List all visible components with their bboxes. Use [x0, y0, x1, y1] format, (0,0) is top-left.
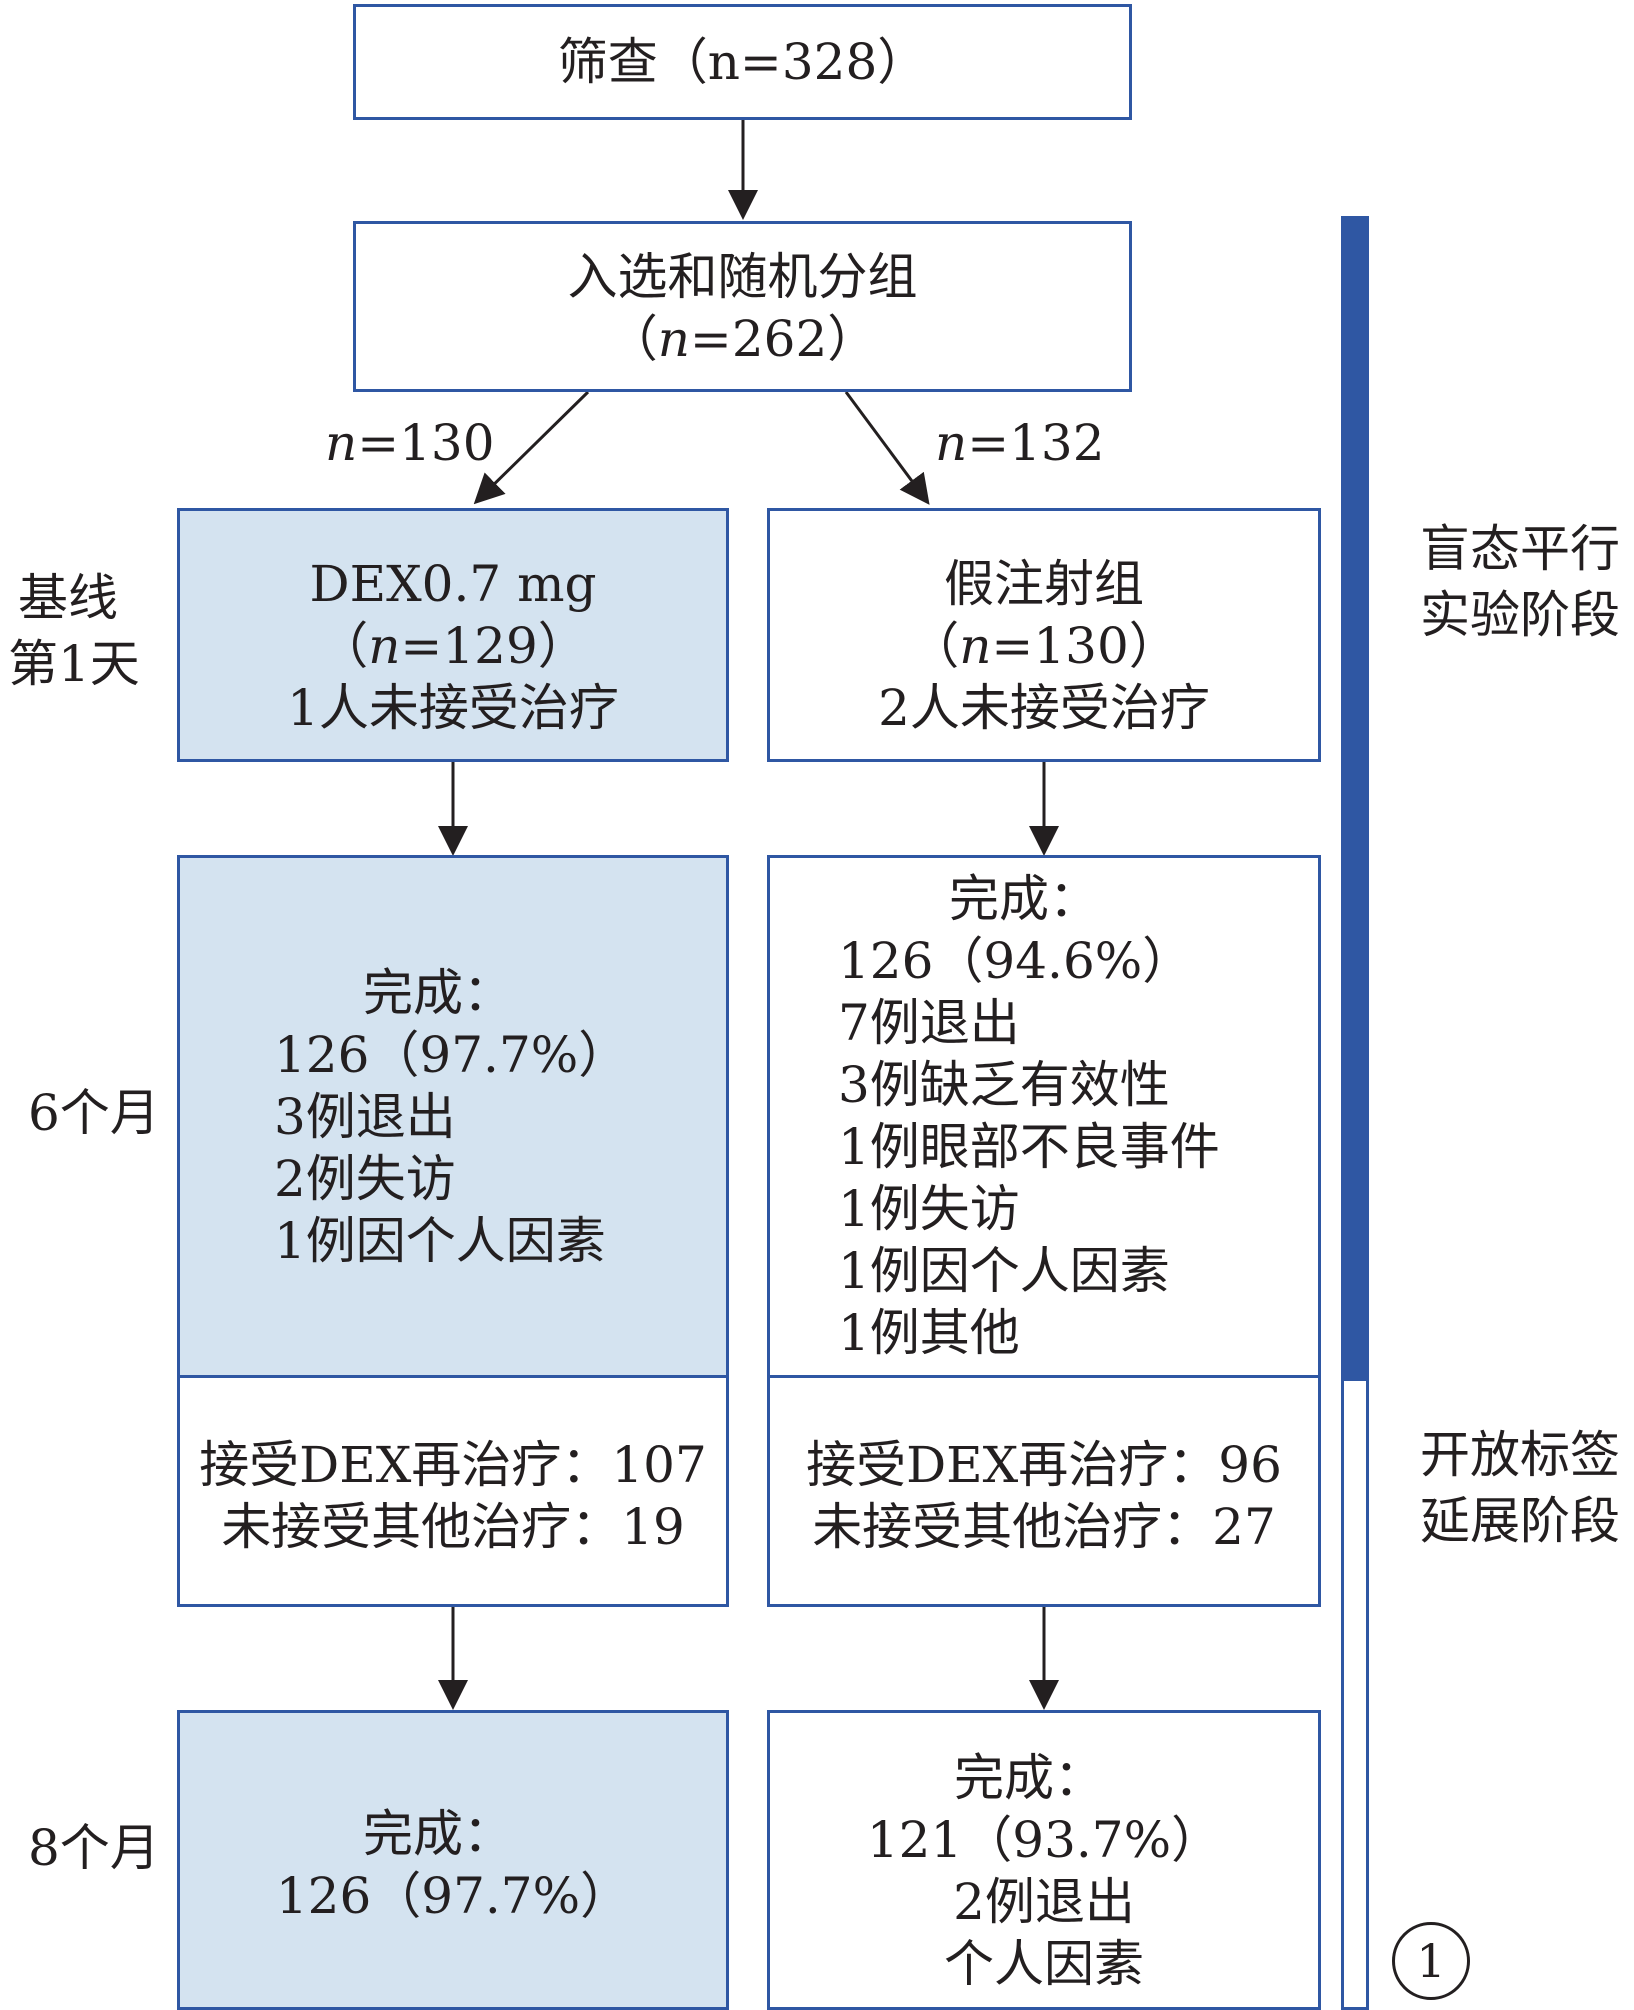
figure-number: 1	[1392, 1922, 1470, 2000]
phase-label-blind-2: 实验阶段	[1420, 586, 1620, 644]
dex-6m-line: 1例因个人因素	[274, 1212, 606, 1270]
sham-6m-box: 完成： 126（94.6%） 7例退出 3例缺乏有效性 1例眼部不良事件 1例失…	[767, 855, 1321, 1378]
dex-group-box: DEX0.7 mg （n=129） 1人未接受治疗	[177, 508, 729, 762]
sham-6m-line: 1例因个人因素	[838, 1242, 1170, 1300]
sham-6m-line: 1例其他	[838, 1304, 1020, 1362]
dex-retreat-box: 接受DEX再治疗：107 未接受其他治疗：19	[177, 1375, 729, 1607]
sham-6m-heading: 完成：	[949, 870, 1099, 928]
dex-8m-box: 完成： 126（97.7%）	[177, 1710, 729, 2010]
sham-group-note: 2人未接受治疗	[878, 679, 1210, 737]
enroll-title: 入选和随机分组	[567, 248, 918, 306]
sham-group-title: 假注射组	[944, 555, 1144, 613]
dex-retreat-line2: 未接受其他治疗：19	[221, 1498, 685, 1556]
sham-retreat-line1: 接受DEX再治疗：96	[806, 1436, 1282, 1494]
sham-6m-line: 7例退出	[838, 994, 1020, 1052]
dex-8m-heading: 完成：	[363, 1805, 513, 1863]
dex-group-note: 1人未接受治疗	[287, 679, 619, 737]
sham-6m-line: 126（94.6%）	[838, 932, 1193, 990]
sham-6m-line: 1例眼部不良事件	[838, 1118, 1220, 1176]
enroll-n: （n=262）	[607, 310, 878, 368]
branch-right-n: n=132	[935, 414, 1105, 472]
dex-6m-line: 2例失访	[274, 1150, 456, 1208]
sham-8m-line: 2例退出	[953, 1873, 1135, 1931]
label-6-months: 6个月	[28, 1084, 160, 1142]
screening-box: 筛查（n=328）	[353, 4, 1132, 120]
screening-n: n=328	[707, 33, 878, 91]
phase-label-open-2: 延展阶段	[1420, 1492, 1620, 1550]
phase-bar-open	[1341, 1378, 1369, 2010]
phase-label-blind-1: 盲态平行	[1420, 520, 1620, 578]
sham-group-box: 假注射组 （n=130） 2人未接受治疗	[767, 508, 1321, 762]
sham-retreat-line2: 未接受其他治疗：27	[812, 1498, 1276, 1556]
sham-8m-box: 完成： 121（93.7%） 2例退出 个人因素	[767, 1710, 1321, 2010]
dex-6m-line: 126（97.7%）	[274, 1026, 629, 1084]
dex-8m-line1: 126（97.7%）	[275, 1867, 631, 1925]
dex-group-n: （n=129）	[318, 617, 588, 675]
label-baseline: 基线	[18, 569, 118, 627]
screening-label: 筛查（	[557, 33, 708, 91]
sham-6m-line: 1例失访	[838, 1180, 1020, 1238]
dex-group-title: DEX0.7 mg	[309, 555, 597, 613]
screening-close: ）	[877, 33, 928, 91]
sham-retreat-box: 接受DEX再治疗：96 未接受其他治疗：27	[767, 1375, 1321, 1607]
sham-group-n: （n=130）	[909, 617, 1179, 675]
dex-retreat-line1: 接受DEX再治疗：107	[199, 1436, 707, 1494]
phase-bar-blind	[1341, 216, 1369, 1378]
sham-8m-line: 个人因素	[944, 1935, 1144, 1993]
phase-label-open-1: 开放标签	[1420, 1426, 1620, 1484]
sham-8m-heading: 完成：	[954, 1749, 1104, 1807]
sham-8m-line: 121（93.7%）	[866, 1811, 1222, 1869]
label-8-months: 8个月	[28, 1819, 160, 1877]
label-day1: 第1天	[8, 635, 140, 693]
sham-6m-line: 3例缺乏有效性	[838, 1056, 1170, 1114]
branch-left-n: n=130	[325, 414, 495, 472]
dex-6m-line: 3例退出	[274, 1088, 456, 1146]
dex-6m-heading: 完成：	[363, 964, 513, 1022]
enroll-box: 入选和随机分组 （n=262）	[353, 221, 1132, 392]
arrow-enroll-to-sham	[844, 391, 930, 505]
dex-6m-box: 完成： 126（97.7%） 3例退出 2例失访 1例因个人因素	[177, 855, 729, 1378]
arrow-enroll-to-dex	[473, 390, 590, 505]
